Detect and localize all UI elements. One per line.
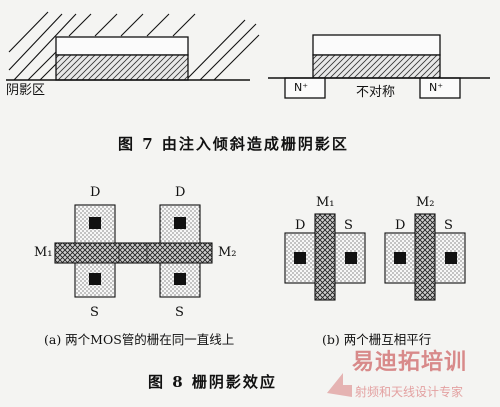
- fig8a-m2-label: M₂: [218, 245, 237, 260]
- fig8a-source-label-1: S: [90, 305, 99, 320]
- watermark-brand: 易迪拓培训: [352, 350, 468, 375]
- gate-line-collinear: [54, 242, 213, 264]
- fig8-title: 图 8 栅阴影效应: [148, 373, 277, 391]
- fig8b-m2-label: M₂: [416, 195, 435, 210]
- fig8a-caption: (a) 两个MOS管的栅在同一直线上: [44, 332, 235, 347]
- gate-m1-vertical: [314, 213, 336, 301]
- fig8b-m1-label: M₁: [316, 195, 335, 210]
- gate-oxide-right: [312, 54, 441, 79]
- fig8b-diagram: [284, 213, 466, 301]
- fig8b-drain-label-1: D: [295, 218, 306, 233]
- fig7-left-diagram: [6, 11, 260, 81]
- contact-b1-source: [345, 252, 357, 264]
- fig8a-drain-label-2: D: [175, 185, 186, 200]
- fig8a-diagram: [54, 204, 213, 298]
- contact-b1-drain: [294, 252, 306, 264]
- asymmetric-label: 不对称: [356, 85, 396, 100]
- gate-oxide-left: [55, 54, 189, 81]
- fig8b-source-label-2: S: [444, 218, 453, 233]
- contact-m2-source: [174, 273, 186, 285]
- fig7-right-diagram: [268, 34, 490, 99]
- fig8b-source-label-1: S: [344, 218, 353, 233]
- gate-m2-vertical: [414, 213, 436, 301]
- fig8a-m1-label: M₁: [34, 245, 53, 260]
- fig8b-drain-label-2: D: [395, 218, 406, 233]
- n-plus-label-left: N⁺: [294, 81, 309, 94]
- gate-block-left: [55, 36, 189, 56]
- contact-b2-drain: [394, 252, 406, 264]
- fig7-title: 图 7 由注入倾斜造成栅阴影区: [118, 135, 349, 153]
- contact-m1-drain: [89, 217, 101, 229]
- fig8a-drain-label-1: D: [90, 185, 101, 200]
- gate-block-right: [312, 34, 441, 56]
- watermark-slogan: 射频和天线设计专家: [355, 385, 464, 399]
- contact-m2-drain: [174, 217, 186, 229]
- watermark-logo-icon: [327, 373, 352, 397]
- fig8a-source-label-2: S: [175, 305, 184, 320]
- implant-ray-lines: [8, 11, 260, 81]
- contact-m1-source: [89, 273, 101, 285]
- fig8b-caption: (b) 两个栅互相平行: [322, 332, 432, 347]
- shadow-region-label: 阴影区: [6, 83, 46, 98]
- n-plus-label-right: N⁺: [429, 81, 444, 94]
- contact-b2-source: [445, 252, 457, 264]
